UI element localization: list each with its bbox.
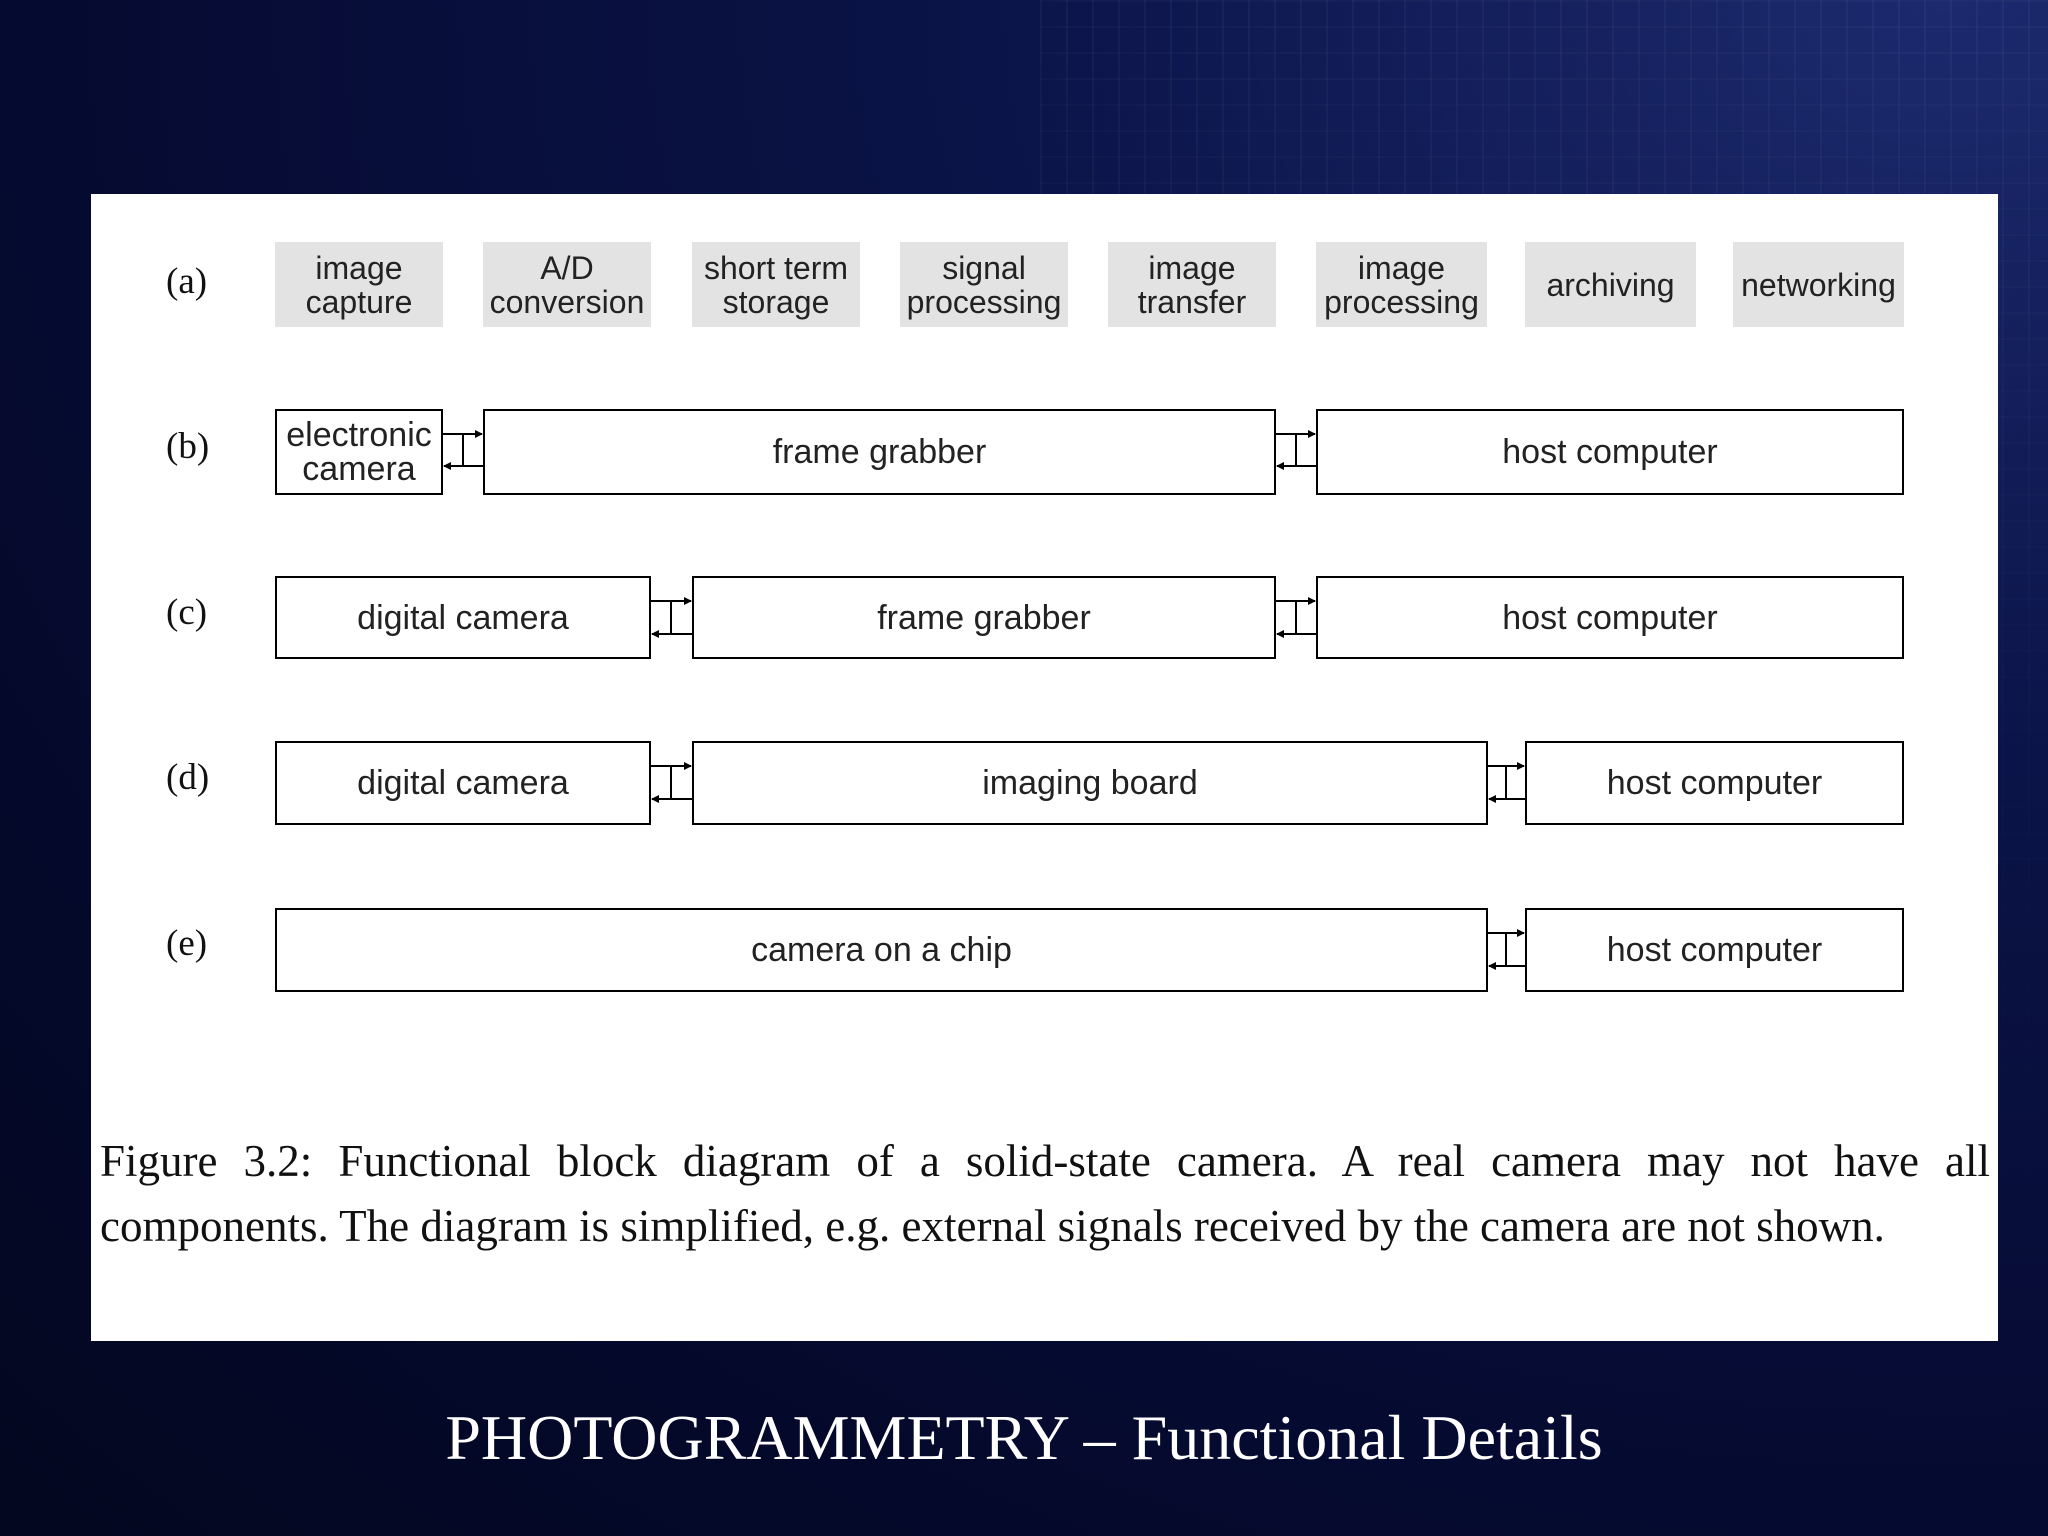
block-host-computer: host computer bbox=[1316, 576, 1904, 659]
arrow-pair-chip-host bbox=[1488, 929, 1525, 970]
function-block-image-processing: image processing bbox=[1316, 242, 1487, 327]
arrow-pair-framegrabber-host bbox=[1276, 430, 1316, 470]
block-electronic-camera: electronic camera bbox=[275, 409, 443, 495]
figure-panel: (a) (b) (c) (d) (e) image capture A/D co… bbox=[91, 194, 1998, 1341]
figure-caption: Figure 3.2: Functional block diagram of … bbox=[100, 1136, 1990, 1251]
slide-title: PHOTOGRAMMETRY – Functional Details bbox=[445, 1402, 1603, 1473]
block-camera-on-a-chip: camera on a chip bbox=[275, 908, 1488, 992]
row-label-c: (c) bbox=[166, 592, 208, 633]
function-block-image-transfer: image transfer bbox=[1108, 242, 1276, 327]
block-imaging-board: imaging board bbox=[692, 741, 1488, 825]
block-frame-grabber: frame grabber bbox=[692, 576, 1276, 659]
block-digital-camera: digital camera bbox=[275, 576, 651, 659]
function-block-image-capture: image capture bbox=[275, 242, 443, 327]
function-block-networking: networking bbox=[1733, 242, 1904, 327]
arrow-pair-camera-framegrabber bbox=[651, 597, 692, 638]
block-frame-grabber: frame grabber bbox=[483, 409, 1276, 495]
block-host-computer: host computer bbox=[1525, 741, 1904, 825]
block-digital-camera: digital camera bbox=[275, 741, 651, 825]
block-host-computer: host computer bbox=[1525, 908, 1904, 992]
arrow-pair-camera-framegrabber bbox=[443, 430, 483, 470]
row-label-a: (a) bbox=[166, 261, 208, 302]
block-host-computer: host computer bbox=[1316, 409, 1904, 495]
function-block-signal-processing: signal processing bbox=[900, 242, 1068, 327]
row-label-b: (b) bbox=[166, 426, 210, 467]
arrow-pair-camera-board bbox=[651, 762, 692, 803]
function-block-short-term-storage: short term storage bbox=[692, 242, 860, 327]
row-label-e: (e) bbox=[166, 923, 208, 964]
arrow-pair-framegrabber-host bbox=[1276, 597, 1316, 638]
function-block-archiving: archiving bbox=[1525, 242, 1696, 327]
function-block-ad-conversion: A/D conversion bbox=[483, 242, 651, 327]
row-label-d: (d) bbox=[166, 757, 210, 798]
arrow-pair-board-host bbox=[1488, 762, 1525, 803]
